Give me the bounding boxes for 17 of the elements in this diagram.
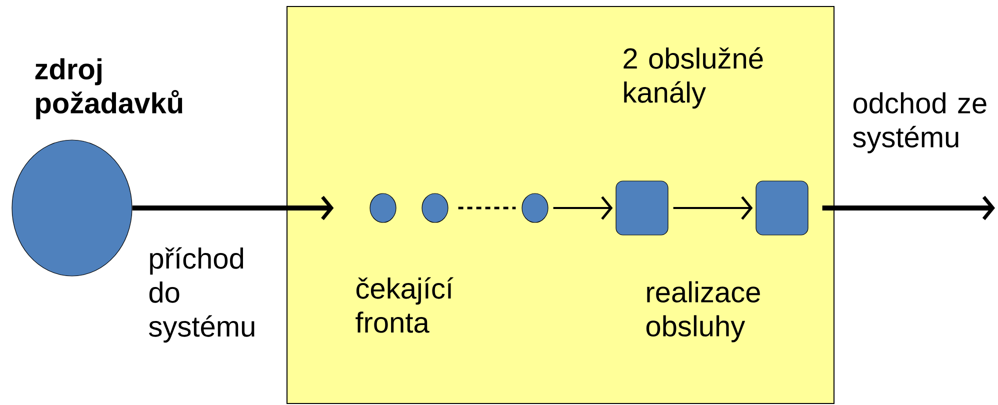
queue-circle: [370, 193, 396, 223]
text-label: 2 obslužné kanály: [624, 47, 763, 109]
queue-circle: [422, 193, 448, 223]
service-channel-square: [616, 180, 668, 236]
arrow: [822, 196, 996, 220]
arrow: [673, 196, 753, 220]
edge-label: příchod do systému: [149, 247, 254, 343]
queue-circle: [522, 193, 548, 223]
arrow: [132, 196, 334, 220]
text-label: čekající fronta: [356, 277, 454, 333]
text-label: realizace obsluhy: [646, 281, 760, 342]
dotted-line: [458, 206, 516, 210]
service-channel-square: [756, 180, 808, 236]
node-label: zdroj požadavků: [35, 58, 182, 120]
arrow: [553, 196, 613, 220]
system-box: [286, 6, 834, 404]
edge-label: odchod ze systému: [853, 92, 986, 154]
